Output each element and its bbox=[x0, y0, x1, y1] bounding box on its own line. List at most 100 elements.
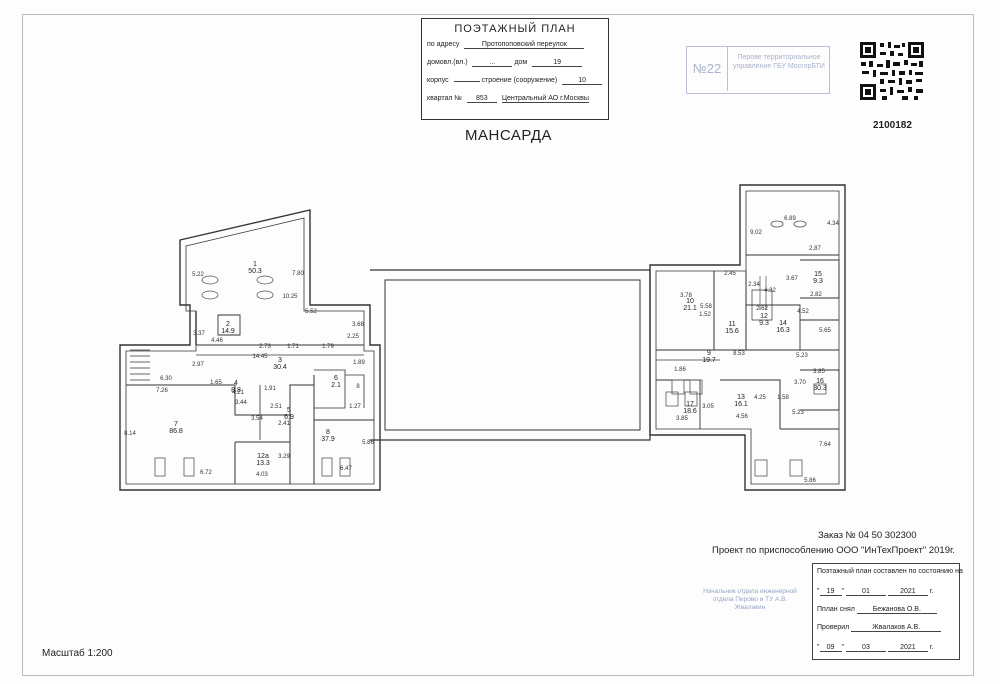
room-number: 4 bbox=[234, 380, 238, 387]
building-value: 10 bbox=[562, 77, 603, 85]
dimension-label: 8 bbox=[356, 384, 360, 390]
dimension-label: 2.34 bbox=[748, 282, 760, 288]
dimension-label: 3.54 bbox=[251, 416, 263, 422]
dimension-label: 6.72 bbox=[200, 470, 212, 476]
blue-stamp-note: Начальник отдела инженерной отдела Перов… bbox=[703, 588, 797, 611]
room-number: 2 bbox=[226, 321, 230, 328]
dimension-label: 8.14 bbox=[124, 431, 136, 437]
dimension-label: 6.89 bbox=[784, 216, 796, 222]
room-number: 5 bbox=[287, 407, 291, 414]
dimension-label: 4.21 bbox=[232, 390, 244, 396]
house-row: домовл.(вл.) ... дом 19 bbox=[427, 59, 583, 67]
korpus-value bbox=[453, 81, 480, 82]
dimension-label: 5.86 bbox=[804, 478, 816, 484]
dimension-label: 1.86 bbox=[674, 367, 686, 373]
dimension-label: 2.41 bbox=[278, 421, 290, 427]
room-number: 17 bbox=[686, 401, 694, 408]
dimension-label: 2.25 bbox=[347, 334, 359, 340]
title-block: ПОЭТАЖНЫЙ ПЛАН по адресу Протопоповский … bbox=[421, 18, 609, 120]
title-block-heading: ПОЭТАЖНЫЙ ПЛАН bbox=[454, 23, 576, 35]
house-value: ... bbox=[472, 59, 513, 67]
document-code: 2100182 bbox=[873, 120, 912, 131]
dimension-label: 2.87 bbox=[809, 246, 821, 252]
room-number: 13 bbox=[737, 394, 745, 401]
dimension-label: 9.02 bbox=[750, 230, 762, 236]
building-label: строение (сооружение) bbox=[481, 77, 558, 84]
dimension-label: 1.52 bbox=[699, 312, 711, 318]
dimension-label: 2.45 bbox=[724, 271, 736, 277]
dimension-label: 1.27 bbox=[349, 404, 361, 410]
room-area: 19.7 bbox=[702, 357, 716, 364]
stamp-number: №22 bbox=[687, 47, 728, 91]
plan-fixtures bbox=[154, 220, 827, 477]
check-date: "09" 03 2021 г. bbox=[817, 644, 934, 652]
dimension-label: 3.44 bbox=[235, 400, 247, 406]
date2-year-suffix: г. bbox=[929, 644, 934, 651]
room-number: 10 bbox=[686, 298, 694, 305]
date1-day: 19 bbox=[819, 588, 842, 596]
room-area: 14.9 bbox=[221, 328, 235, 335]
room-number: 7 bbox=[174, 421, 178, 428]
room-number: 12 bbox=[760, 313, 768, 320]
dimension-label: 2.62 bbox=[756, 306, 768, 312]
dom-value: 19 bbox=[532, 59, 583, 67]
dimension-label: 3.29 bbox=[278, 454, 290, 460]
sheet-frame bbox=[22, 14, 974, 676]
dimension-label: 1.65 bbox=[210, 380, 222, 386]
dimension-label: 8.53 bbox=[733, 351, 745, 357]
dimension-label: 2.73 bbox=[259, 344, 271, 350]
state-label: Поэтажный план составлен по состоянию на bbox=[817, 568, 963, 575]
quarter-label: квартал № bbox=[427, 95, 462, 102]
korpus-row: корпус строение (сооружение) 10 bbox=[427, 77, 603, 85]
room-number: 9 bbox=[707, 350, 711, 357]
room-area: 8.8 bbox=[231, 387, 241, 394]
registry-stamp: №22 Перове территориальное управление ГБ… bbox=[686, 46, 830, 94]
dimension-label: 3.78 bbox=[680, 293, 692, 299]
room-area: 13.3 bbox=[256, 460, 270, 467]
room-area: 86.8 bbox=[169, 428, 183, 435]
plan-walls bbox=[119, 184, 846, 491]
room-area: 16.3 bbox=[776, 327, 790, 334]
room-number: 15 bbox=[814, 271, 822, 278]
house-label: домовл.(вл.) bbox=[427, 59, 468, 66]
state-date: "19" 01 2021 г. bbox=[817, 588, 934, 596]
scale-label: Масштаб 1:200 bbox=[42, 648, 113, 659]
room-area: 2.1 bbox=[331, 382, 341, 389]
dimension-label: 3.70 bbox=[794, 380, 806, 386]
dimension-label: 3.68 bbox=[352, 322, 364, 328]
project-note: Проект по приспособлению ООО "ИнТехПроек… bbox=[712, 545, 955, 556]
room-area: 30.4 bbox=[273, 364, 287, 371]
dimension-label: 5.65 bbox=[819, 328, 831, 334]
dimension-label: 3.37 bbox=[193, 331, 205, 337]
dimension-label: 4.34 bbox=[827, 221, 839, 227]
date2-year: 2021 bbox=[887, 644, 928, 652]
checked-name: Жвалаков А.В. bbox=[851, 624, 942, 632]
dimension-label: 5.58 bbox=[700, 304, 712, 310]
room-area: 9.3 bbox=[813, 278, 823, 285]
dimension-label: 2.97 bbox=[192, 362, 204, 368]
room-number: 12а bbox=[257, 453, 269, 460]
address-value: Протопоповский переулок bbox=[464, 41, 585, 49]
dimension-label: 5.52 bbox=[305, 309, 317, 315]
date2-month: 03 bbox=[845, 644, 886, 652]
room-number: 1 bbox=[253, 261, 257, 268]
dimension-label: 10.25 bbox=[282, 294, 298, 300]
dimension-label: 1.71 bbox=[287, 344, 299, 350]
floor-title: МАНСАРДА bbox=[465, 127, 553, 144]
took-name: Бежанова О.В. bbox=[856, 606, 937, 614]
room-number: 6 bbox=[334, 375, 338, 382]
address-row: по адресу Протопоповский переулок bbox=[427, 41, 585, 49]
address-label: по адресу bbox=[427, 41, 460, 48]
room-number: 8 bbox=[326, 429, 330, 436]
dimension-label: 1.91 bbox=[264, 386, 276, 392]
dimension-label: 6.47 bbox=[340, 466, 352, 472]
room-area: 15.6 bbox=[725, 328, 739, 335]
date2-day: 09 bbox=[819, 644, 842, 652]
order-number: Заказ № 04 50 302300 bbox=[818, 530, 917, 541]
dimension-label: 2.51 bbox=[270, 404, 282, 410]
dimension-label: 4.56 bbox=[736, 414, 748, 420]
room-number: 14 bbox=[779, 320, 787, 327]
quarter-value: 853 bbox=[466, 95, 497, 103]
dimension-label: 2.82 bbox=[810, 292, 822, 298]
dimension-label: 14.45 bbox=[252, 354, 268, 360]
